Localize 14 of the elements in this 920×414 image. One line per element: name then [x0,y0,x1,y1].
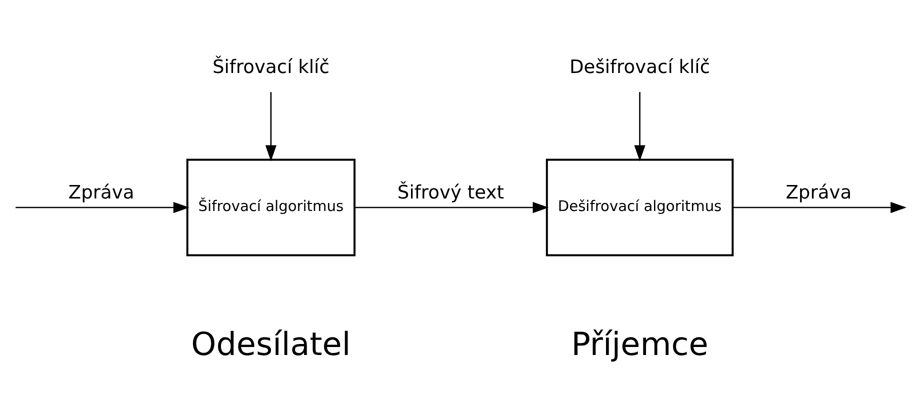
edge-label: Zpráva [68,182,134,203]
node-text: Šifrovací klíč [212,56,330,78]
edge-label: Zpráva [786,182,852,203]
node-box: Šifrovací algoritmus [186,158,356,256]
edge-label: Šifrový text [397,182,504,203]
arrow [634,92,646,161]
arrow [354,201,549,213]
node-box: Dešifrovací algoritmus [546,158,734,256]
arrow [265,92,277,161]
node-text: Dešifrovací klíč [569,56,710,78]
node-label: Odesílatel [191,324,351,363]
arrow [732,201,907,213]
arrow [16,201,190,213]
node-label: Příjemce [571,324,708,363]
